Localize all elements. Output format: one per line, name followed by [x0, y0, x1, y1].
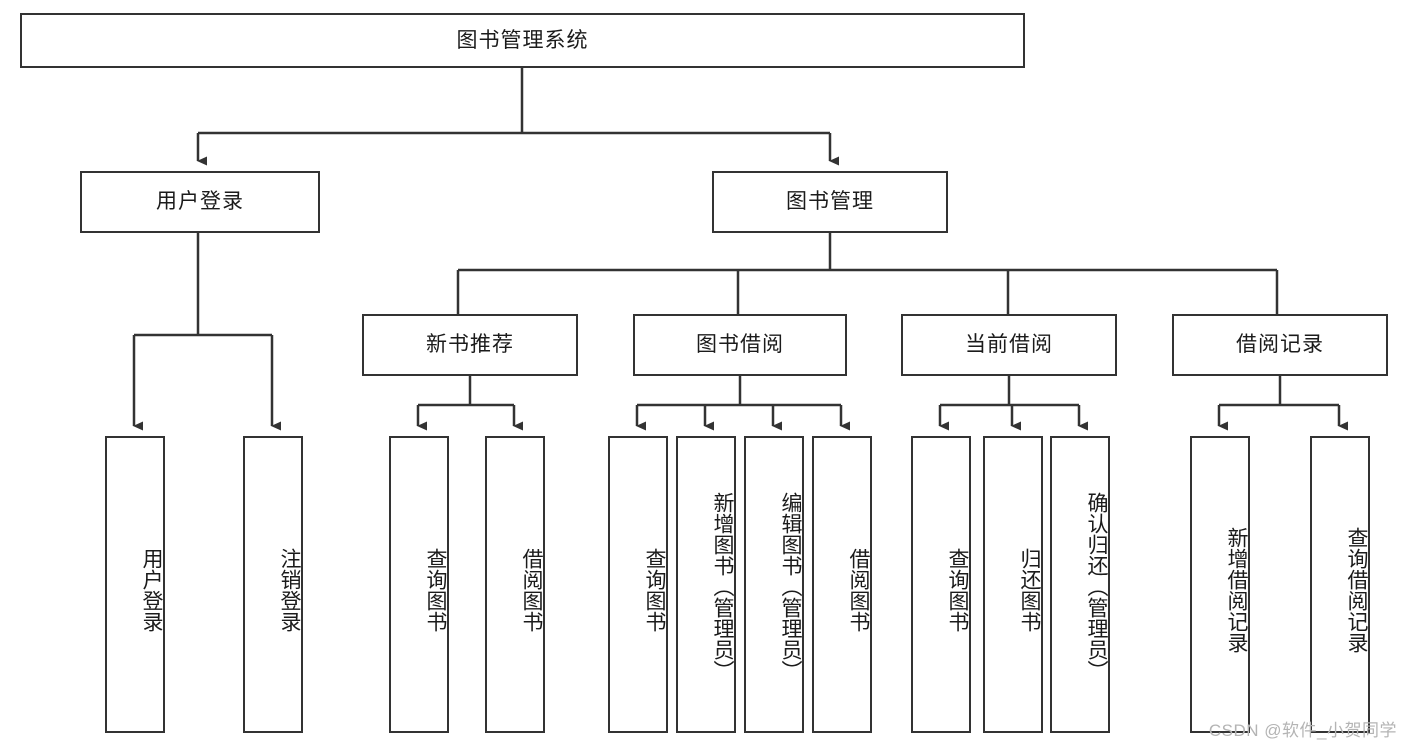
node-leaf-query-borrow-record[interactable]: 查询借阅记录: [1310, 436, 1370, 733]
node-leaf-user-login[interactable]: 用户登录: [105, 436, 165, 733]
node-leaf-add-book-admin[interactable]: 新增图书（管理员）: [676, 436, 736, 733]
node-borrow-record[interactable]: 借阅记录: [1172, 314, 1388, 376]
node-leaf-user-logout[interactable]: 注销登录: [243, 436, 303, 733]
node-current-borrow[interactable]: 当前借阅: [901, 314, 1117, 376]
node-leaf-add-borrow-record[interactable]: 新增借阅记录: [1190, 436, 1250, 733]
node-book-borrow[interactable]: 图书借阅: [633, 314, 847, 376]
node-leaf-query-book-borrow[interactable]: 查询图书: [608, 436, 668, 733]
node-leaf-borrow-book[interactable]: 借阅图书: [812, 436, 872, 733]
node-leaf-return-book[interactable]: 归还图书: [983, 436, 1043, 733]
node-book-manage[interactable]: 图书管理: [712, 171, 948, 233]
node-leaf-confirm-return-admin[interactable]: 确认归还（管理员）: [1050, 436, 1110, 733]
node-leaf-query-book-new[interactable]: 查询图书: [389, 436, 449, 733]
node-new-book-recommend[interactable]: 新书推荐: [362, 314, 578, 376]
node-leaf-query-book-current[interactable]: 查询图书: [911, 436, 971, 733]
node-leaf-borrow-book-new[interactable]: 借阅图书: [485, 436, 545, 733]
node-user-login[interactable]: 用户登录: [80, 171, 320, 233]
node-leaf-edit-book-admin[interactable]: 编辑图书（管理员）: [744, 436, 804, 733]
node-root[interactable]: 图书管理系统: [20, 13, 1025, 68]
